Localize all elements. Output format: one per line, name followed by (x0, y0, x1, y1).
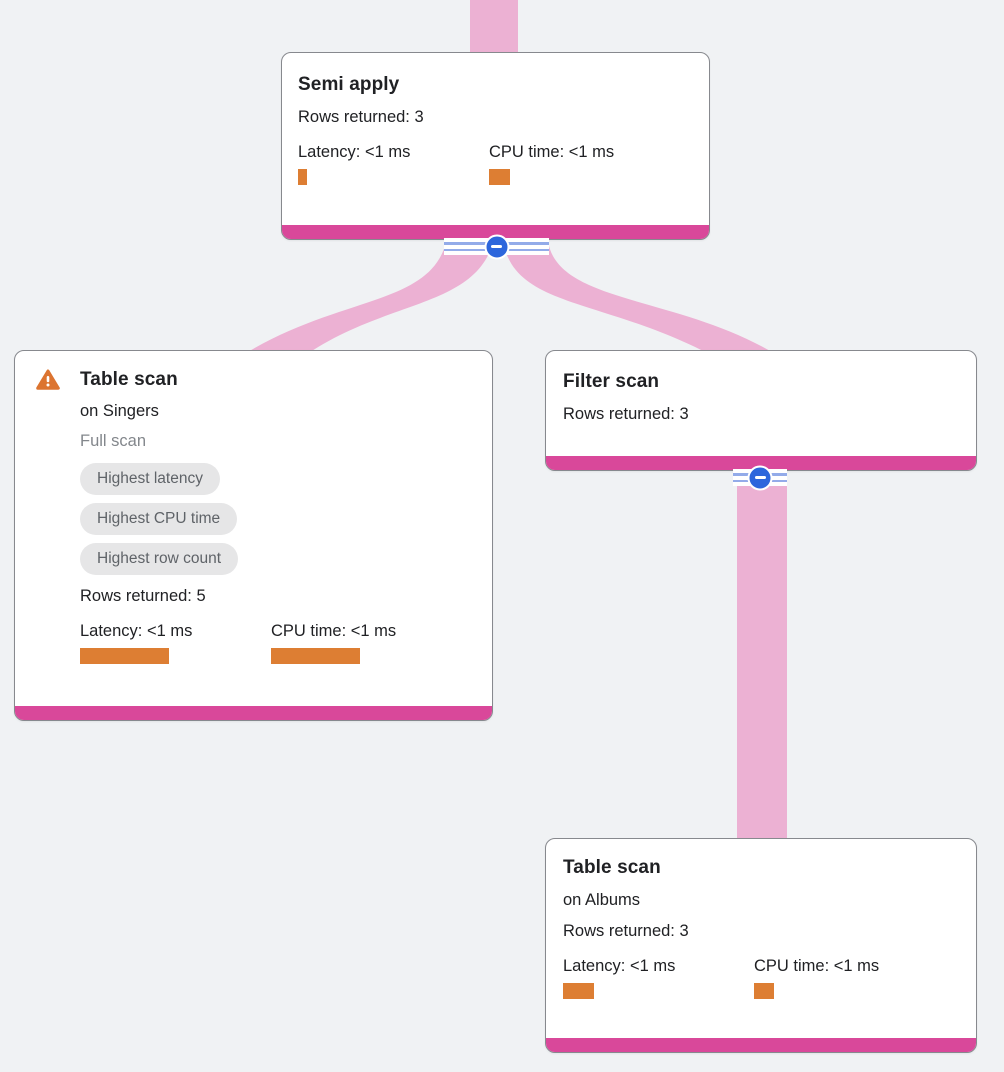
rows-returned: Rows returned: 5 (80, 587, 206, 605)
node-filter-scan[interactable]: Filter scan Rows returned: 3 (545, 350, 977, 471)
cpu-time-label: CPU time: <1 ms (271, 622, 397, 641)
latency-bar (563, 983, 594, 1000)
edge-expander-filter-scan (733, 465, 787, 490)
latency-label: Latency: <1 ms (563, 957, 676, 975)
rows-returned: Rows returned: 3 (563, 921, 689, 940)
node-semi-apply[interactable]: Semi apply Rows returned: 3 Latency: <1 … (281, 52, 710, 240)
node-subtitle: on Albums (563, 890, 641, 909)
cpu-time-metric: CPU time: <1 ms (271, 621, 462, 665)
badge-highest-cpu-time: Highest CPU time (80, 503, 238, 535)
node-table-scan-albums[interactable]: Table scan on Albums Rows returned: 3 La… (545, 838, 977, 1053)
cpu-time-label: CPU time: <1 ms (489, 142, 615, 161)
metrics-row: Latency: <1 ms CPU time: <1 ms (563, 956, 959, 1000)
node-title: Table scan (563, 857, 661, 878)
metrics-row: Latency: <1 ms CPU time: <1 ms (298, 142, 693, 185)
scan-type-label: Full scan (80, 431, 147, 450)
metrics-row: Latency: <1 ms CPU time: <1 ms (80, 621, 476, 665)
node-table-scan-singers[interactable]: Table scan on Singers Full scan Highest … (14, 350, 493, 721)
cpu-time-bar (271, 648, 360, 665)
cpu-time-bar (754, 983, 774, 1000)
minus-icon (754, 476, 766, 479)
node-title: Table scan (80, 369, 178, 390)
warning-icon (36, 369, 60, 390)
node-accent-bar (546, 1038, 976, 1052)
node-subtitle: on Singers (80, 401, 159, 420)
collapse-button-filter-scan[interactable] (747, 465, 773, 490)
node-title: Filter scan (563, 371, 660, 392)
node-accent-bar (282, 225, 709, 239)
link-root-to-semi-apply (470, 0, 518, 57)
edge-expander-semi-apply (444, 234, 549, 259)
latency-metric: Latency: <1 ms (80, 621, 271, 665)
latency-label: Latency: <1 ms (80, 622, 193, 641)
link-filter-scan-to-table-scan-albums (737, 470, 787, 845)
latency-bar (298, 169, 307, 185)
rows-returned: Rows returned: 3 (563, 404, 689, 423)
badge-highest-row-count: Highest row count (80, 543, 239, 575)
cpu-time-metric: CPU time: <1 ms (754, 956, 945, 1000)
cpu-time-metric: CPU time: <1 ms (489, 142, 680, 185)
badge-list: Highest latency Highest CPU time Highest… (80, 463, 476, 575)
node-accent-bar (546, 456, 976, 470)
cpu-time-label: CPU time: <1 ms (754, 957, 880, 975)
latency-bar (80, 648, 169, 665)
latency-label: Latency: <1 ms (298, 142, 411, 161)
link-semi-apply-to-table-scan-singers (232, 246, 492, 362)
node-title: Semi apply (298, 74, 400, 95)
node-accent-bar (15, 706, 492, 720)
latency-metric: Latency: <1 ms (298, 142, 489, 185)
badge-highest-latency: Highest latency (80, 463, 220, 495)
minus-icon (491, 245, 502, 248)
latency-metric: Latency: <1 ms (563, 956, 754, 1000)
collapse-button-semi-apply[interactable] (484, 234, 509, 259)
link-semi-apply-to-filter-scan (504, 246, 788, 362)
cpu-time-bar (489, 169, 510, 185)
rows-returned: Rows returned: 3 (298, 107, 424, 126)
